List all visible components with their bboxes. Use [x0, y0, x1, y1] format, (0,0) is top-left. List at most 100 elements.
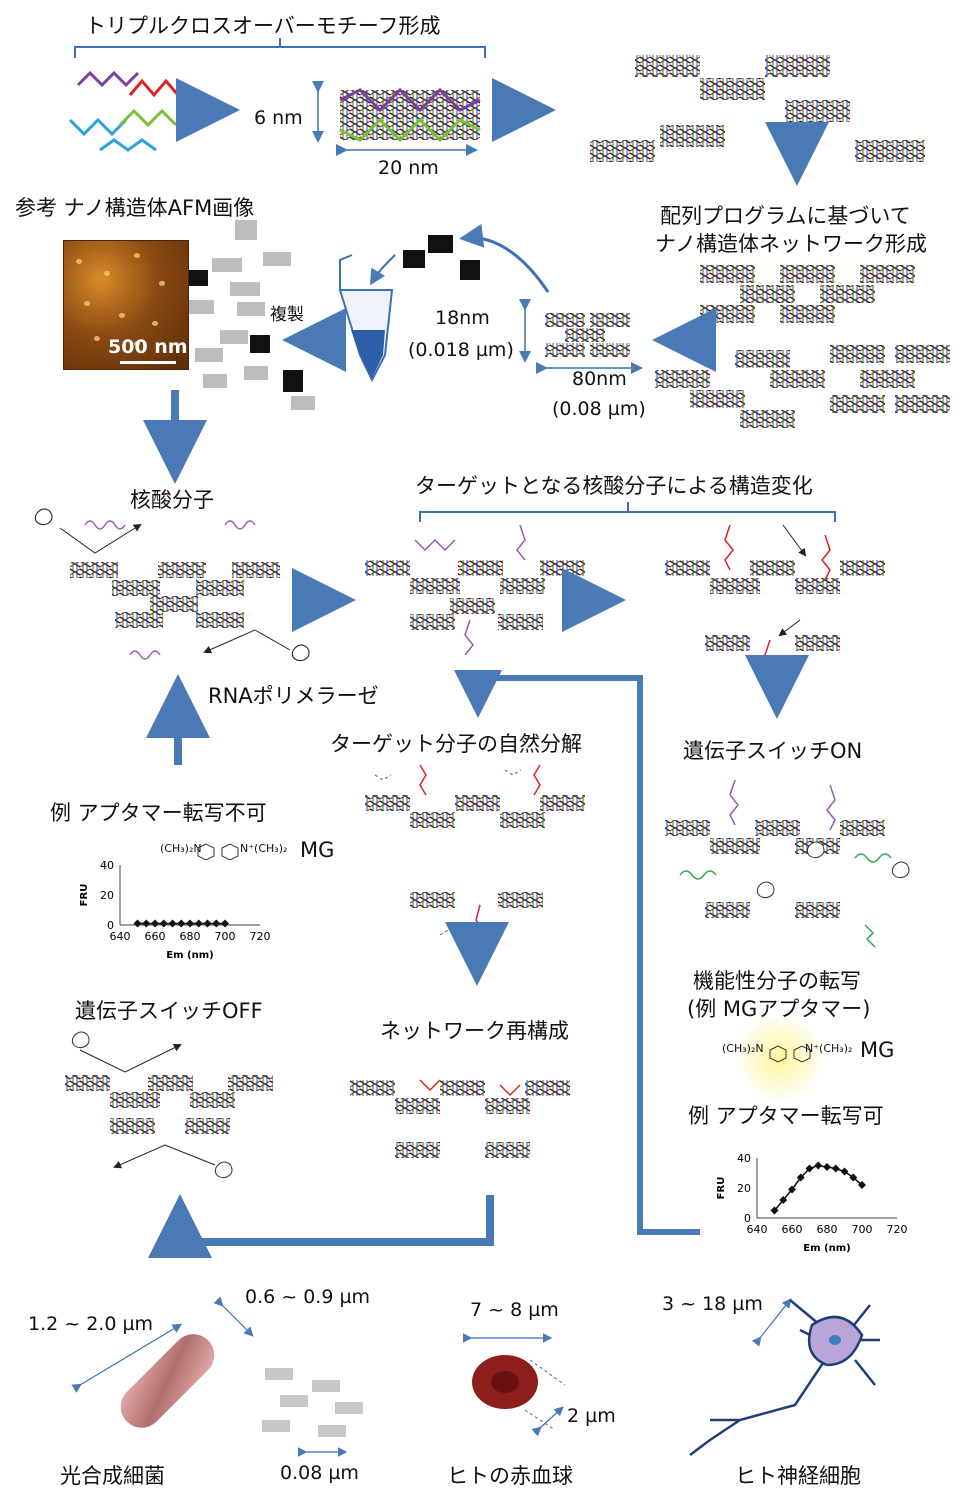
- data-point: [168, 919, 177, 928]
- label-bacterium: 光合成細菌: [60, 1464, 165, 1488]
- series-line: [773, 1164, 863, 1211]
- polymerase-icon: [34, 508, 310, 662]
- data-point: [831, 1164, 840, 1173]
- afm-image: [63, 240, 189, 370]
- label-replicate: 複製: [270, 305, 304, 325]
- data-point: [142, 919, 151, 928]
- x-tick-label: 660: [145, 930, 166, 943]
- red-blood-cell-icon: [472, 1355, 538, 1409]
- title-switch-off: 遺伝子スイッチOFF: [75, 999, 263, 1023]
- data-point: [779, 1196, 788, 1204]
- x-tick-label: 700: [215, 930, 236, 943]
- y-axis-label: FRU: [79, 884, 90, 907]
- data-point: [177, 919, 186, 928]
- test-tube-icon: [338, 254, 394, 383]
- data-point: [186, 919, 194, 928]
- data-point: [814, 1161, 823, 1170]
- formula-left-2: (CH₃)₂N: [722, 1042, 764, 1055]
- network-target-2: [665, 524, 885, 676]
- y-tick-label: 0: [107, 919, 114, 932]
- title-network-line2: ナノ構造体ネットワーク形成: [655, 232, 927, 256]
- dim-bacterium-length: 1.2 ~ 2.0 µm: [28, 1313, 154, 1335]
- title-functional-line1: 機能性分子の転写: [693, 969, 861, 993]
- target-brace: [419, 502, 836, 522]
- y-tick-label: 20: [100, 889, 114, 902]
- formula-right-2: N⁺(CH₃)₂: [805, 1042, 853, 1055]
- dim-6nm: 6 nm: [254, 107, 303, 129]
- x-tick-label: 720: [887, 1223, 908, 1236]
- x-axis-label: Em (nm): [803, 1243, 850, 1254]
- afm-scale-bar: [120, 361, 176, 364]
- mg-label-1: MG: [300, 838, 335, 862]
- y-tick-label: 40: [100, 859, 114, 872]
- x-tick-label: 640: [747, 1223, 768, 1236]
- network-target-1: [365, 524, 585, 656]
- network-rebuild: [350, 1079, 570, 1158]
- data-point: [221, 919, 229, 928]
- label-rbc: ヒトの赤血球: [447, 1464, 573, 1488]
- y-axis-label: FRU: [716, 1177, 727, 1200]
- label-neuron: ヒト神経細胞: [735, 1464, 861, 1488]
- gray-motifs: [160, 220, 315, 410]
- dim-18nm-um: (0.018 µm): [408, 339, 514, 361]
- replica-motifs: [180, 235, 480, 392]
- network-nucleic: [70, 562, 280, 628]
- x-tick-label: 680: [817, 1223, 838, 1236]
- title-network-line1: 配列プログラムに基づいて: [660, 204, 911, 228]
- data-point: [788, 1185, 796, 1194]
- data-point: [194, 919, 203, 928]
- formula-left-1: (CH₃)₂N: [160, 842, 202, 855]
- bacterium-icon: [120, 1334, 215, 1428]
- data-point: [770, 1206, 779, 1215]
- mg-glow: [738, 1016, 822, 1100]
- data-point: [823, 1163, 831, 1171]
- nano-scale-motifs: [262, 1368, 363, 1437]
- title-switch-on: 遺伝子スイッチON: [683, 739, 863, 763]
- network-small: [545, 313, 630, 357]
- title-example-yes: 例 アプタマー転写可: [688, 1104, 884, 1128]
- dim-rbc-diameter: 7 ~ 8 µm: [470, 1299, 559, 1321]
- data-point: [840, 1167, 849, 1176]
- title-target-change: ターゲットとなる核酸分子による構造変化: [415, 474, 813, 498]
- formula-right-1: N⁺(CH₃)₂: [240, 842, 288, 855]
- dim-rbc-thickness: 2 µm: [567, 1405, 616, 1427]
- dim-nano: 0.08 µm: [280, 1462, 359, 1484]
- data-point: [858, 1181, 866, 1189]
- title-example-no: 例 アプタマー転写不可: [50, 801, 267, 825]
- y-tick-label: 0: [744, 1212, 751, 1225]
- motif-cluster-top: [590, 55, 925, 162]
- top-brace: [74, 38, 486, 58]
- dim-bacterium-width: 0.6 ~ 0.9 µm: [245, 1286, 371, 1308]
- data-point: [159, 919, 168, 928]
- afm-scale-label: 500 nm: [108, 336, 188, 358]
- y-tick-label: 20: [737, 1182, 751, 1195]
- x-tick-label: 700: [852, 1223, 873, 1236]
- x-tick-label: 640: [110, 930, 131, 943]
- title-network-rebuild: ネットワーク再構成: [380, 1019, 569, 1043]
- title-target-decay: ターゲット分子の自然分解: [330, 732, 582, 756]
- dim-80nm-um: (0.08 µm): [552, 398, 646, 420]
- title-nucleic-acid: 核酸分子: [130, 488, 214, 512]
- crossover-motif-icon: [339, 87, 481, 143]
- neuron-icon: [689, 1299, 880, 1456]
- data-point: [796, 1173, 805, 1182]
- data-point: [212, 919, 221, 928]
- dim-18nm: 18nm: [435, 307, 490, 329]
- dim-neuron: 3 ~ 18 µm: [662, 1293, 763, 1315]
- x-axis-label: Em (nm): [166, 950, 213, 961]
- data-point: [133, 919, 142, 928]
- title-reference-afm: 参考 ナノ構造体AFM画像: [15, 196, 255, 220]
- network-off: [65, 1031, 273, 1179]
- x-tick-label: 680: [180, 930, 201, 943]
- dim-80nm: 80nm: [572, 368, 627, 390]
- mg-structure-right: [769, 1045, 811, 1063]
- data-point: [151, 919, 159, 928]
- data-point: [805, 1164, 814, 1173]
- network-large: [655, 265, 950, 428]
- mg-structure-left: [197, 843, 239, 861]
- x-tick-label: 660: [782, 1223, 803, 1236]
- title-triple-crossover: トリプルクロスオーバーモチーフ形成: [85, 14, 441, 38]
